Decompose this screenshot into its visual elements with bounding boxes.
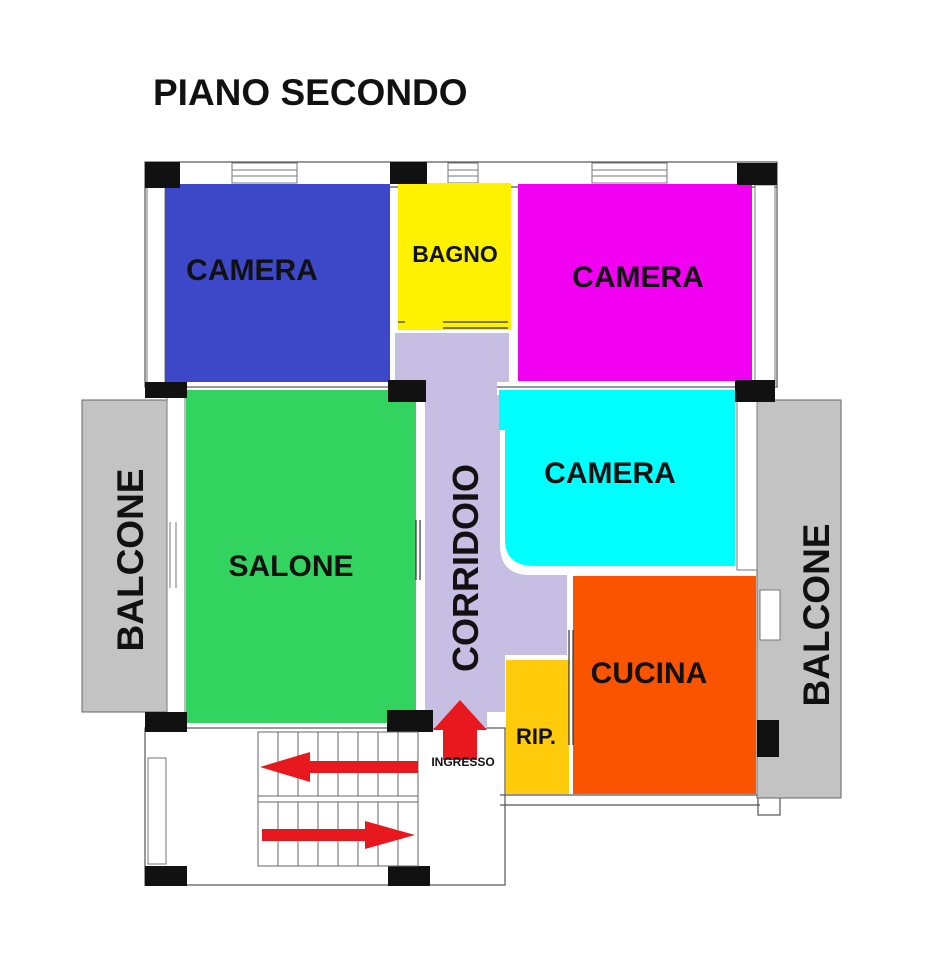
label-salone: SALONE bbox=[228, 550, 353, 583]
top-windows bbox=[231, 162, 668, 184]
interior-walls bbox=[398, 321, 574, 745]
label-camera-mid-right: CAMERA bbox=[544, 457, 676, 490]
room-corridoio bbox=[395, 333, 567, 728]
staircase bbox=[257, 731, 419, 867]
room-camera-mid-right bbox=[499, 390, 735, 566]
room-camera-top-left bbox=[165, 184, 390, 382]
room-cucina bbox=[573, 576, 756, 794]
room-rip bbox=[506, 660, 569, 794]
label-bagno: BAGNO bbox=[412, 241, 498, 267]
balcone-left bbox=[81, 399, 168, 713]
room-bagno bbox=[398, 183, 511, 330]
label-camera-top-right: CAMERA bbox=[572, 261, 704, 294]
room-salone bbox=[186, 390, 416, 723]
arrow-up-icon bbox=[433, 700, 487, 760]
plan-title: PIANO SECONDO bbox=[153, 72, 468, 113]
label-camera-top-left: CAMERA bbox=[186, 254, 318, 287]
arrow-right-icon bbox=[262, 821, 415, 849]
label-corridoio: CORRIDOIO bbox=[445, 464, 486, 672]
pillars bbox=[145, 162, 779, 886]
label-balcone-left: BALCONE bbox=[110, 469, 151, 652]
red-arrows bbox=[260, 700, 487, 849]
side-walls bbox=[146, 184, 781, 865]
room-camera-top-right bbox=[518, 184, 752, 381]
label-rip: RIP. bbox=[516, 724, 556, 749]
label-cucina: CUCINA bbox=[591, 657, 708, 690]
label-ingresso: INGRESSO bbox=[431, 755, 494, 769]
label-balcone-right: BALCONE bbox=[796, 524, 837, 707]
arrow-left-icon bbox=[260, 752, 418, 782]
